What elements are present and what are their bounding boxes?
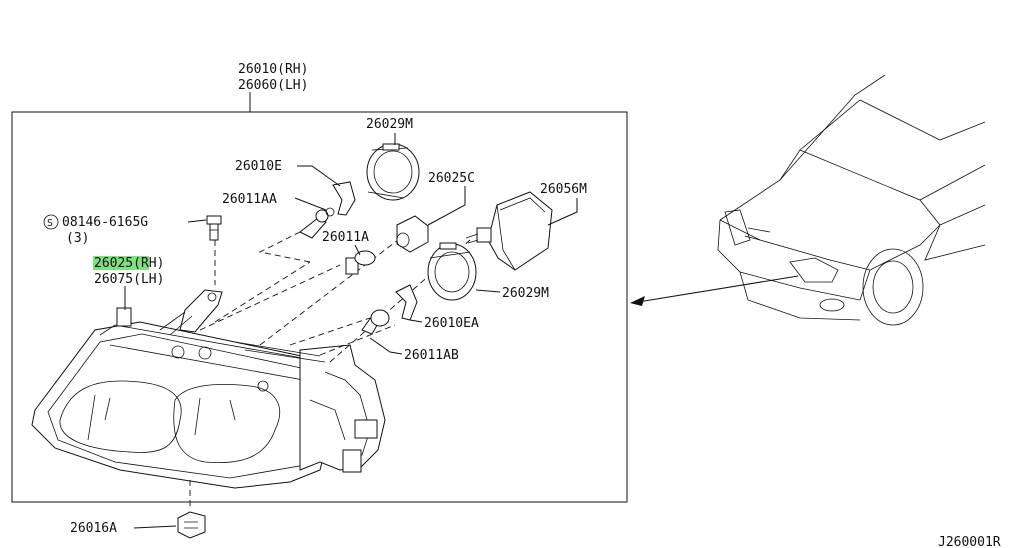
bulb-26011a bbox=[345, 250, 376, 275]
label-26029m-top: 26029M bbox=[366, 117, 413, 132]
label-26011ab: 26011AB bbox=[404, 348, 459, 363]
clip-26010ea bbox=[395, 284, 418, 321]
label-26010e: 26010E bbox=[235, 159, 282, 174]
bolt-08146 bbox=[206, 215, 222, 241]
diagram-id: J260001R bbox=[938, 535, 1001, 548]
label-26010ea: 26010EA bbox=[424, 316, 479, 331]
label-26011a: 26011A bbox=[322, 230, 369, 245]
bolt-symbol-letter: S bbox=[47, 218, 53, 229]
label-26016a: 26016A bbox=[70, 521, 117, 536]
bolt-symbol-icon bbox=[43, 214, 59, 230]
clip-26016a bbox=[177, 511, 206, 539]
label-26029m-bottom: 26029M bbox=[502, 286, 549, 301]
headlamp-assembly bbox=[31, 289, 386, 489]
bulb-26011aa bbox=[299, 207, 335, 239]
bulb-26011ab bbox=[361, 309, 390, 335]
label-26011aa: 26011AA bbox=[222, 192, 277, 207]
highlight-26025 bbox=[93, 256, 149, 270]
label-26075-lh: 26075(LH) bbox=[94, 272, 164, 287]
label-bolt: 08146-6165G bbox=[62, 215, 148, 230]
retaining-ring-top bbox=[366, 143, 420, 201]
socket-26025c bbox=[396, 215, 429, 253]
retaining-ring-bottom bbox=[427, 242, 477, 301]
label-assy-rh: 26010(RH) bbox=[238, 62, 308, 77]
label-bolt-qty: (3) bbox=[66, 231, 89, 246]
assembly-frame bbox=[11, 111, 628, 503]
label-26025-rh: 26025(RH) bbox=[94, 256, 164, 271]
clip-26010e bbox=[332, 181, 356, 216]
vehicle-illustration bbox=[717, 74, 986, 326]
label-26025c: 26025C bbox=[428, 171, 475, 186]
label-assy-lh: 26060(LH) bbox=[238, 78, 308, 93]
label-26056m: 26056M bbox=[540, 182, 587, 197]
actuator-26056m bbox=[465, 191, 553, 271]
